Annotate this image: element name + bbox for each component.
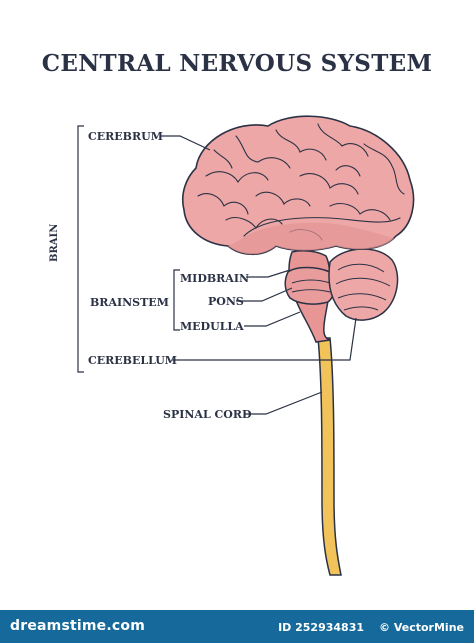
label-medulla: MEDULLA [180,320,244,333]
footer-copyright: © VectorMine [379,621,464,634]
cerebellum-shape [328,248,399,321]
label-cerebellum: CEREBELLUM [88,354,177,367]
pons-shape [284,266,335,305]
footer-bar: dreamstime.com ID 252934831 © VectorMine [0,610,474,643]
page-title: CENTRAL NERVOUS SYSTEM [41,50,433,77]
label-pons: PONS [208,295,244,308]
spinal-cord [317,337,342,576]
label-spinal-cord: SPINAL CORD [163,408,252,421]
label-cerebrum: CEREBRUM [88,130,163,143]
leader-lines [160,135,357,415]
footer-image-id: ID 252934831 [278,621,364,634]
label-brain: BRAIN [49,223,60,262]
brain-bracket [77,125,84,373]
footer-site[interactable]: dreamstime.com [10,618,145,634]
label-midbrain: MIDBRAIN [180,272,250,285]
label-brainstem: BRAINSTEM [90,296,169,309]
brainstem-bracket [173,269,180,331]
